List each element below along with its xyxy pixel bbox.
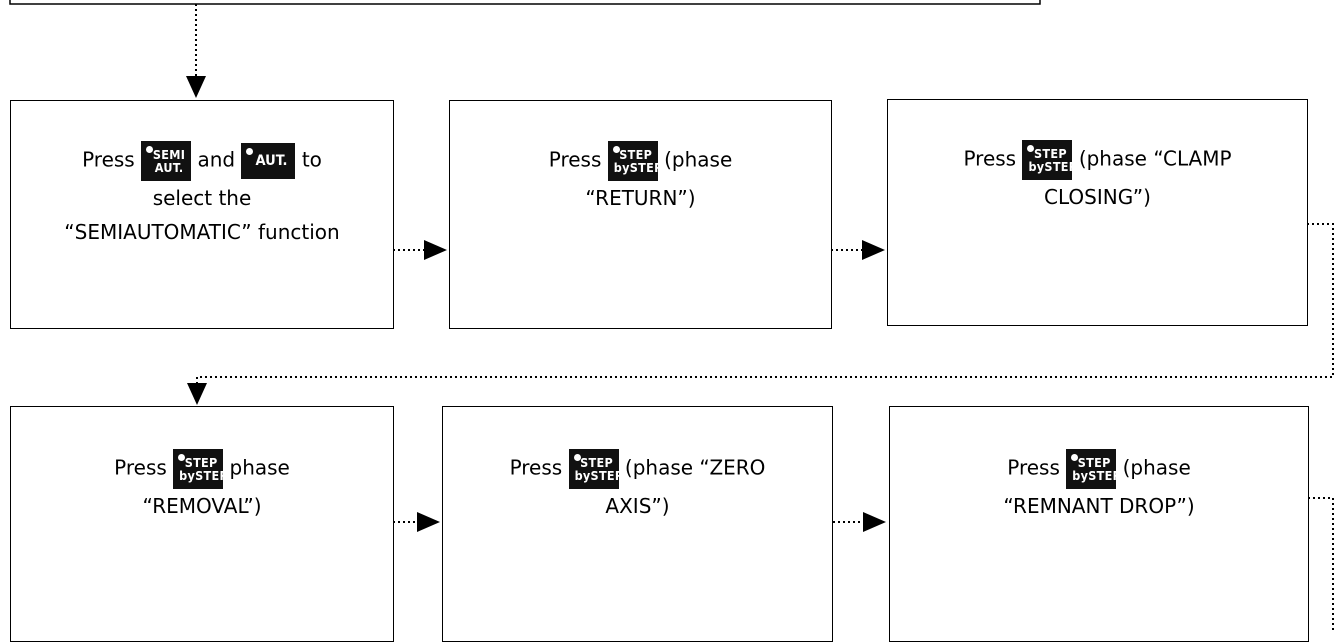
aut-key-icon: AUT. [241, 143, 296, 179]
phase-name: AXIS”) [605, 494, 670, 518]
phase-name: CLOSING”) [1044, 185, 1151, 209]
press-label: Press [114, 455, 167, 480]
press-label: Press [1007, 455, 1060, 480]
arrowhead-box6 [863, 512, 886, 532]
arrowhead-box1 [186, 76, 206, 98]
top-box-edge [9, 0, 1041, 5]
press-label: Press [548, 147, 602, 172]
arrowhead-box5 [417, 512, 440, 532]
press-label: Press [509, 455, 563, 480]
press-label: Press [963, 146, 1017, 171]
arrowhead-box3 [862, 240, 885, 260]
instruction-line-2: select the [152, 186, 252, 210]
arrowhead-box2 [424, 240, 447, 260]
and-label: and [197, 147, 236, 172]
phase-name: “REMOVAL”) [142, 494, 262, 518]
phase-name: “REMNANT DROP”) [1003, 494, 1195, 518]
phase-label: (phase [664, 147, 733, 172]
arrowhead-box4 [187, 383, 207, 405]
phase-label: (phase “ZERO [624, 455, 766, 480]
phase-label: (phase “CLAMP [1078, 146, 1232, 171]
phase-name: “RETURN”) [585, 186, 696, 210]
phase-label: phase [229, 455, 290, 480]
to-label: to [301, 147, 322, 172]
instruction-line-3: “SEMIAUTOMATIC” function [64, 220, 340, 244]
connector-box6-continue [1308, 497, 1334, 632]
press-label: Press [82, 147, 135, 172]
phase-label: (phase [1122, 455, 1191, 480]
